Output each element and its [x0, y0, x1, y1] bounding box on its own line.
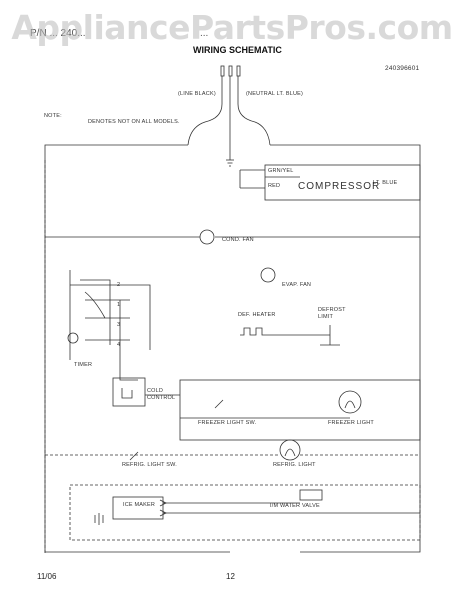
defrost-heater-icon [240, 327, 270, 336]
cold-control-label: COLD CONTROL [147, 388, 176, 401]
water-valve-box [299, 489, 323, 501]
model-reference: ... [200, 28, 209, 39]
ice-maker-label: ICE MAKER [122, 502, 156, 508]
note-text: DENOTES NOT ON ALL MODELS. [88, 119, 180, 125]
ice-maker-box [112, 496, 164, 520]
timer-terminal-1: 1 [117, 302, 121, 308]
freezer-light-section [179, 379, 421, 441]
footer-date: 11/06 [37, 572, 57, 581]
refrig-light-bulb-icon [279, 439, 301, 461]
defrost-limit-label: DEFROST LIMIT [318, 307, 346, 320]
evap-fan-label: EVAP. FAN [282, 282, 312, 288]
part-number: 240396601 [385, 65, 420, 72]
ice-maker-plug-icon [94, 513, 104, 525]
refrig-light-switch-icon [129, 451, 139, 461]
evap-fan-motor-icon [260, 267, 276, 283]
freezer-light-sw-label: FREEZER LIGHT SW. [198, 420, 257, 426]
footer-page-number: 12 [226, 572, 235, 581]
def-heater-label: DEF. HEATER [238, 312, 276, 318]
timer-terminal-4: 4 [117, 342, 121, 348]
ground-icon [226, 159, 234, 167]
lt-blue-label: LT. BLUE [373, 180, 398, 186]
neutral-label: (NEUTRAL LT. BLUE) [246, 91, 304, 97]
timer-terminal-2: 2 [117, 282, 121, 288]
timer-terminal-3: 3 [117, 322, 121, 328]
water-valve-label: I/M WATER VALVE [270, 503, 320, 509]
compressor-box [264, 164, 421, 201]
note-label: NOTE: [44, 113, 62, 119]
cond-fan-motor-icon [199, 229, 215, 245]
freezer-light-label: FREEZER LIGHT [328, 420, 374, 426]
line-black-label: (LINE BLACK) [178, 91, 216, 97]
page-title: WIRING SCHEMATIC [193, 45, 282, 55]
cond-fan-label: COND. FAN [222, 237, 254, 243]
compressor-label: COMPRESSOR [298, 181, 381, 192]
red-label: RED [268, 183, 281, 189]
grn-yel-label: GRN/YEL [268, 168, 294, 174]
cold-control-box [112, 377, 146, 407]
doc-reference: P/N ... 240... [30, 28, 86, 39]
power-plug-icon [187, 65, 271, 160]
freezer-light-switch-icon [214, 399, 224, 409]
freezer-light-bulb-icon [338, 390, 362, 414]
timer-motor-icon [67, 332, 79, 344]
refrig-light-label: REFRIG. LIGHT [273, 462, 316, 468]
timer-label: TIMER [74, 362, 93, 368]
ice-maker-section [69, 484, 421, 541]
refrig-light-sw-label: REFRIG. LIGHT SW. [122, 462, 177, 468]
